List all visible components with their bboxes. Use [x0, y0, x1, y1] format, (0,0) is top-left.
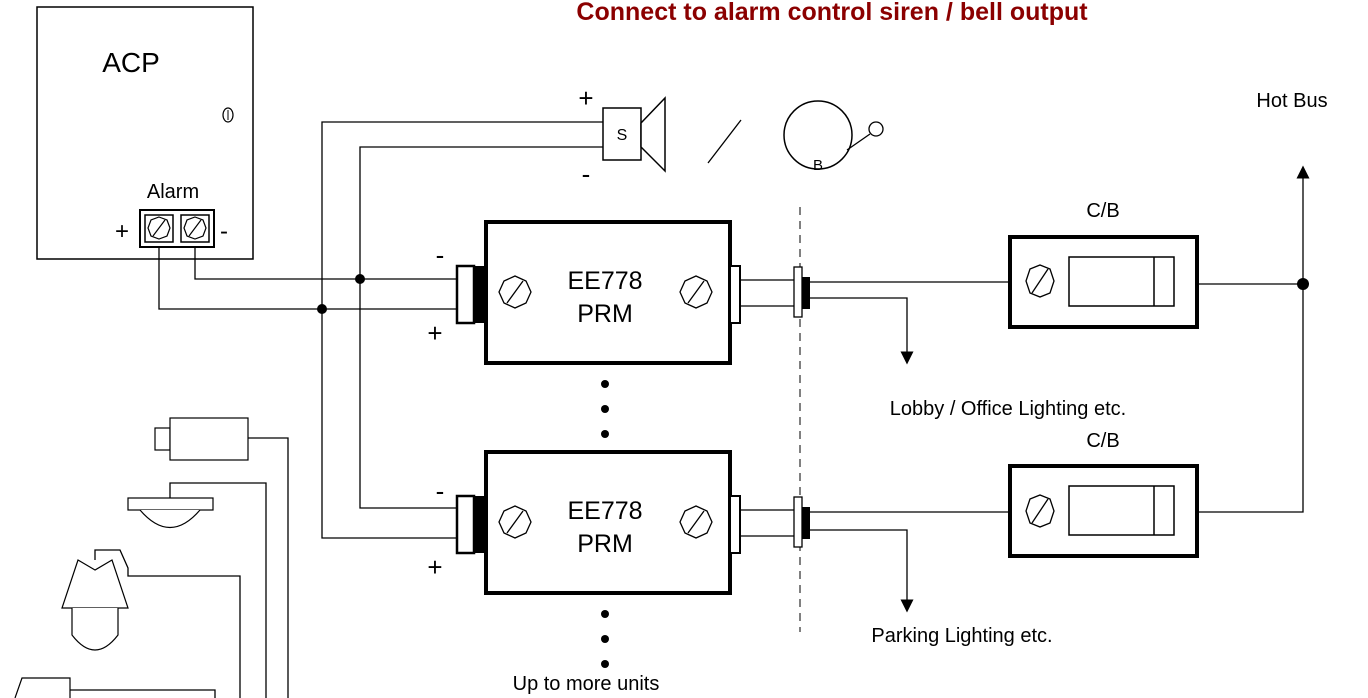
continuation-dots-1 [601, 380, 609, 438]
dome-camera-icon [127, 482, 267, 698]
siren-label: S [617, 127, 628, 144]
output-wiring-1 [740, 266, 1010, 365]
box-camera-icon [154, 417, 289, 698]
acp-lock-icon [222, 107, 234, 123]
acp-plus-label: + [115, 218, 129, 245]
continuation-dots-2 [601, 610, 609, 668]
alarm-label: Alarm [147, 181, 199, 203]
module-2-minus-label: - [436, 476, 445, 506]
load-2-label: Parking Lighting etc. [871, 625, 1052, 647]
hot-bus-label: Hot Bus [1256, 90, 1327, 112]
output-wiring-2 [740, 496, 1010, 613]
alarm-terminal-block [139, 209, 215, 248]
module-1-type: PRM [577, 300, 633, 328]
more-units-label: Up to more units [513, 673, 660, 695]
bell: B [783, 100, 884, 174]
module-1-plus-label: + [427, 318, 442, 348]
circuit-breaker-1: C/B [1008, 200, 1199, 329]
circuit-breaker-2: C/B [1008, 430, 1199, 558]
hot-bus [1197, 165, 1310, 513]
alarm-wires [158, 121, 603, 539]
acp-minus-label: - [220, 218, 228, 245]
load-1-label: Lobby / Office Lighting etc. [890, 398, 1126, 420]
prm-module-1: EE778 PRM - + [427, 220, 741, 365]
siren-minus-label: - [582, 159, 591, 189]
bell-label: B [813, 157, 823, 174]
breaker-2-label: C/B [1086, 430, 1119, 452]
or-slash [707, 119, 742, 164]
module-1-name: EE778 [567, 267, 642, 295]
module-1-minus-label: - [436, 240, 445, 270]
prm-module-2: EE778 PRM - + [427, 450, 741, 595]
module-2-plus-label: + [427, 552, 442, 582]
module-2-type: PRM [577, 530, 633, 558]
ptz-camera-icon [61, 549, 241, 698]
acp-panel: ACP Alarm + - [36, 6, 254, 260]
siren: S + - [578, 83, 666, 189]
bottom-camera-icon [14, 677, 216, 698]
camera-icons [14, 417, 289, 698]
diagram-title: Connect to alarm control siren / bell ou… [576, 0, 1088, 26]
siren-plus-label: + [578, 83, 593, 113]
acp-label: ACP [102, 47, 160, 78]
module-2-name: EE778 [567, 497, 642, 525]
breaker-1-label: C/B [1086, 200, 1119, 222]
